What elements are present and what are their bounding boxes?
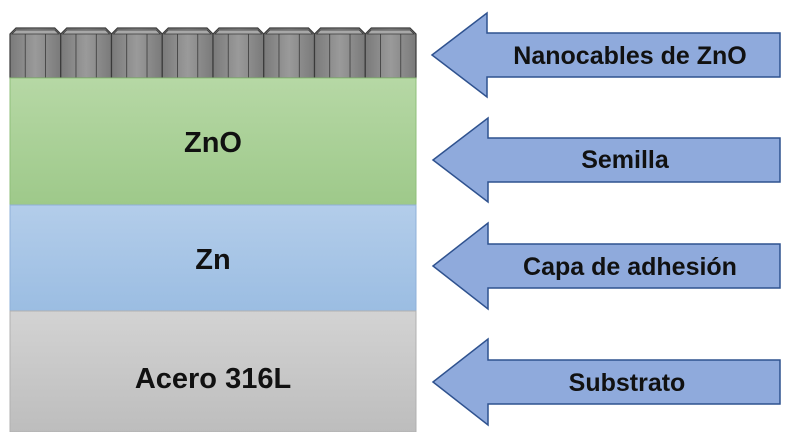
arrow-substrate: Substrato xyxy=(431,337,781,427)
nanowire xyxy=(110,27,163,79)
zno-layer-rect xyxy=(9,77,417,206)
nanowire xyxy=(313,27,366,79)
arrow-shape xyxy=(430,11,781,99)
zn-layer: Zn xyxy=(9,204,417,312)
arrow-nanowires: Nanocables de ZnO xyxy=(430,11,781,99)
steel-layer-rect xyxy=(9,310,417,432)
zno-layer: ZnO xyxy=(9,77,417,206)
arrow-shape xyxy=(431,221,781,311)
nanowire-layer xyxy=(9,27,417,79)
nanowire xyxy=(60,27,113,79)
zno-layer-label: ZnO xyxy=(184,127,242,159)
nanowire xyxy=(212,27,265,79)
steel-layer: Acero 316L xyxy=(9,310,417,432)
arrow-shape xyxy=(431,116,781,204)
arrow-label-adhesion: Capa de adhesión xyxy=(523,253,737,281)
arrow-seed: Semilla xyxy=(431,116,781,204)
nanowire xyxy=(9,27,62,79)
arrow-shape xyxy=(431,337,781,427)
arrow-adhesion: Capa de adhesión xyxy=(431,221,781,311)
zn-layer-rect xyxy=(9,204,417,312)
nanowire xyxy=(364,27,417,79)
nanowire xyxy=(161,27,214,79)
arrow-label-nanowires: Nanocables de ZnO xyxy=(513,42,746,70)
nanowire xyxy=(263,27,316,79)
zn-layer-label: Zn xyxy=(195,244,230,276)
arrow-label-substrate: Substrato xyxy=(569,369,686,397)
arrow-label-seed: Semilla xyxy=(581,146,670,174)
steel-layer-label: Acero 316L xyxy=(135,363,291,395)
